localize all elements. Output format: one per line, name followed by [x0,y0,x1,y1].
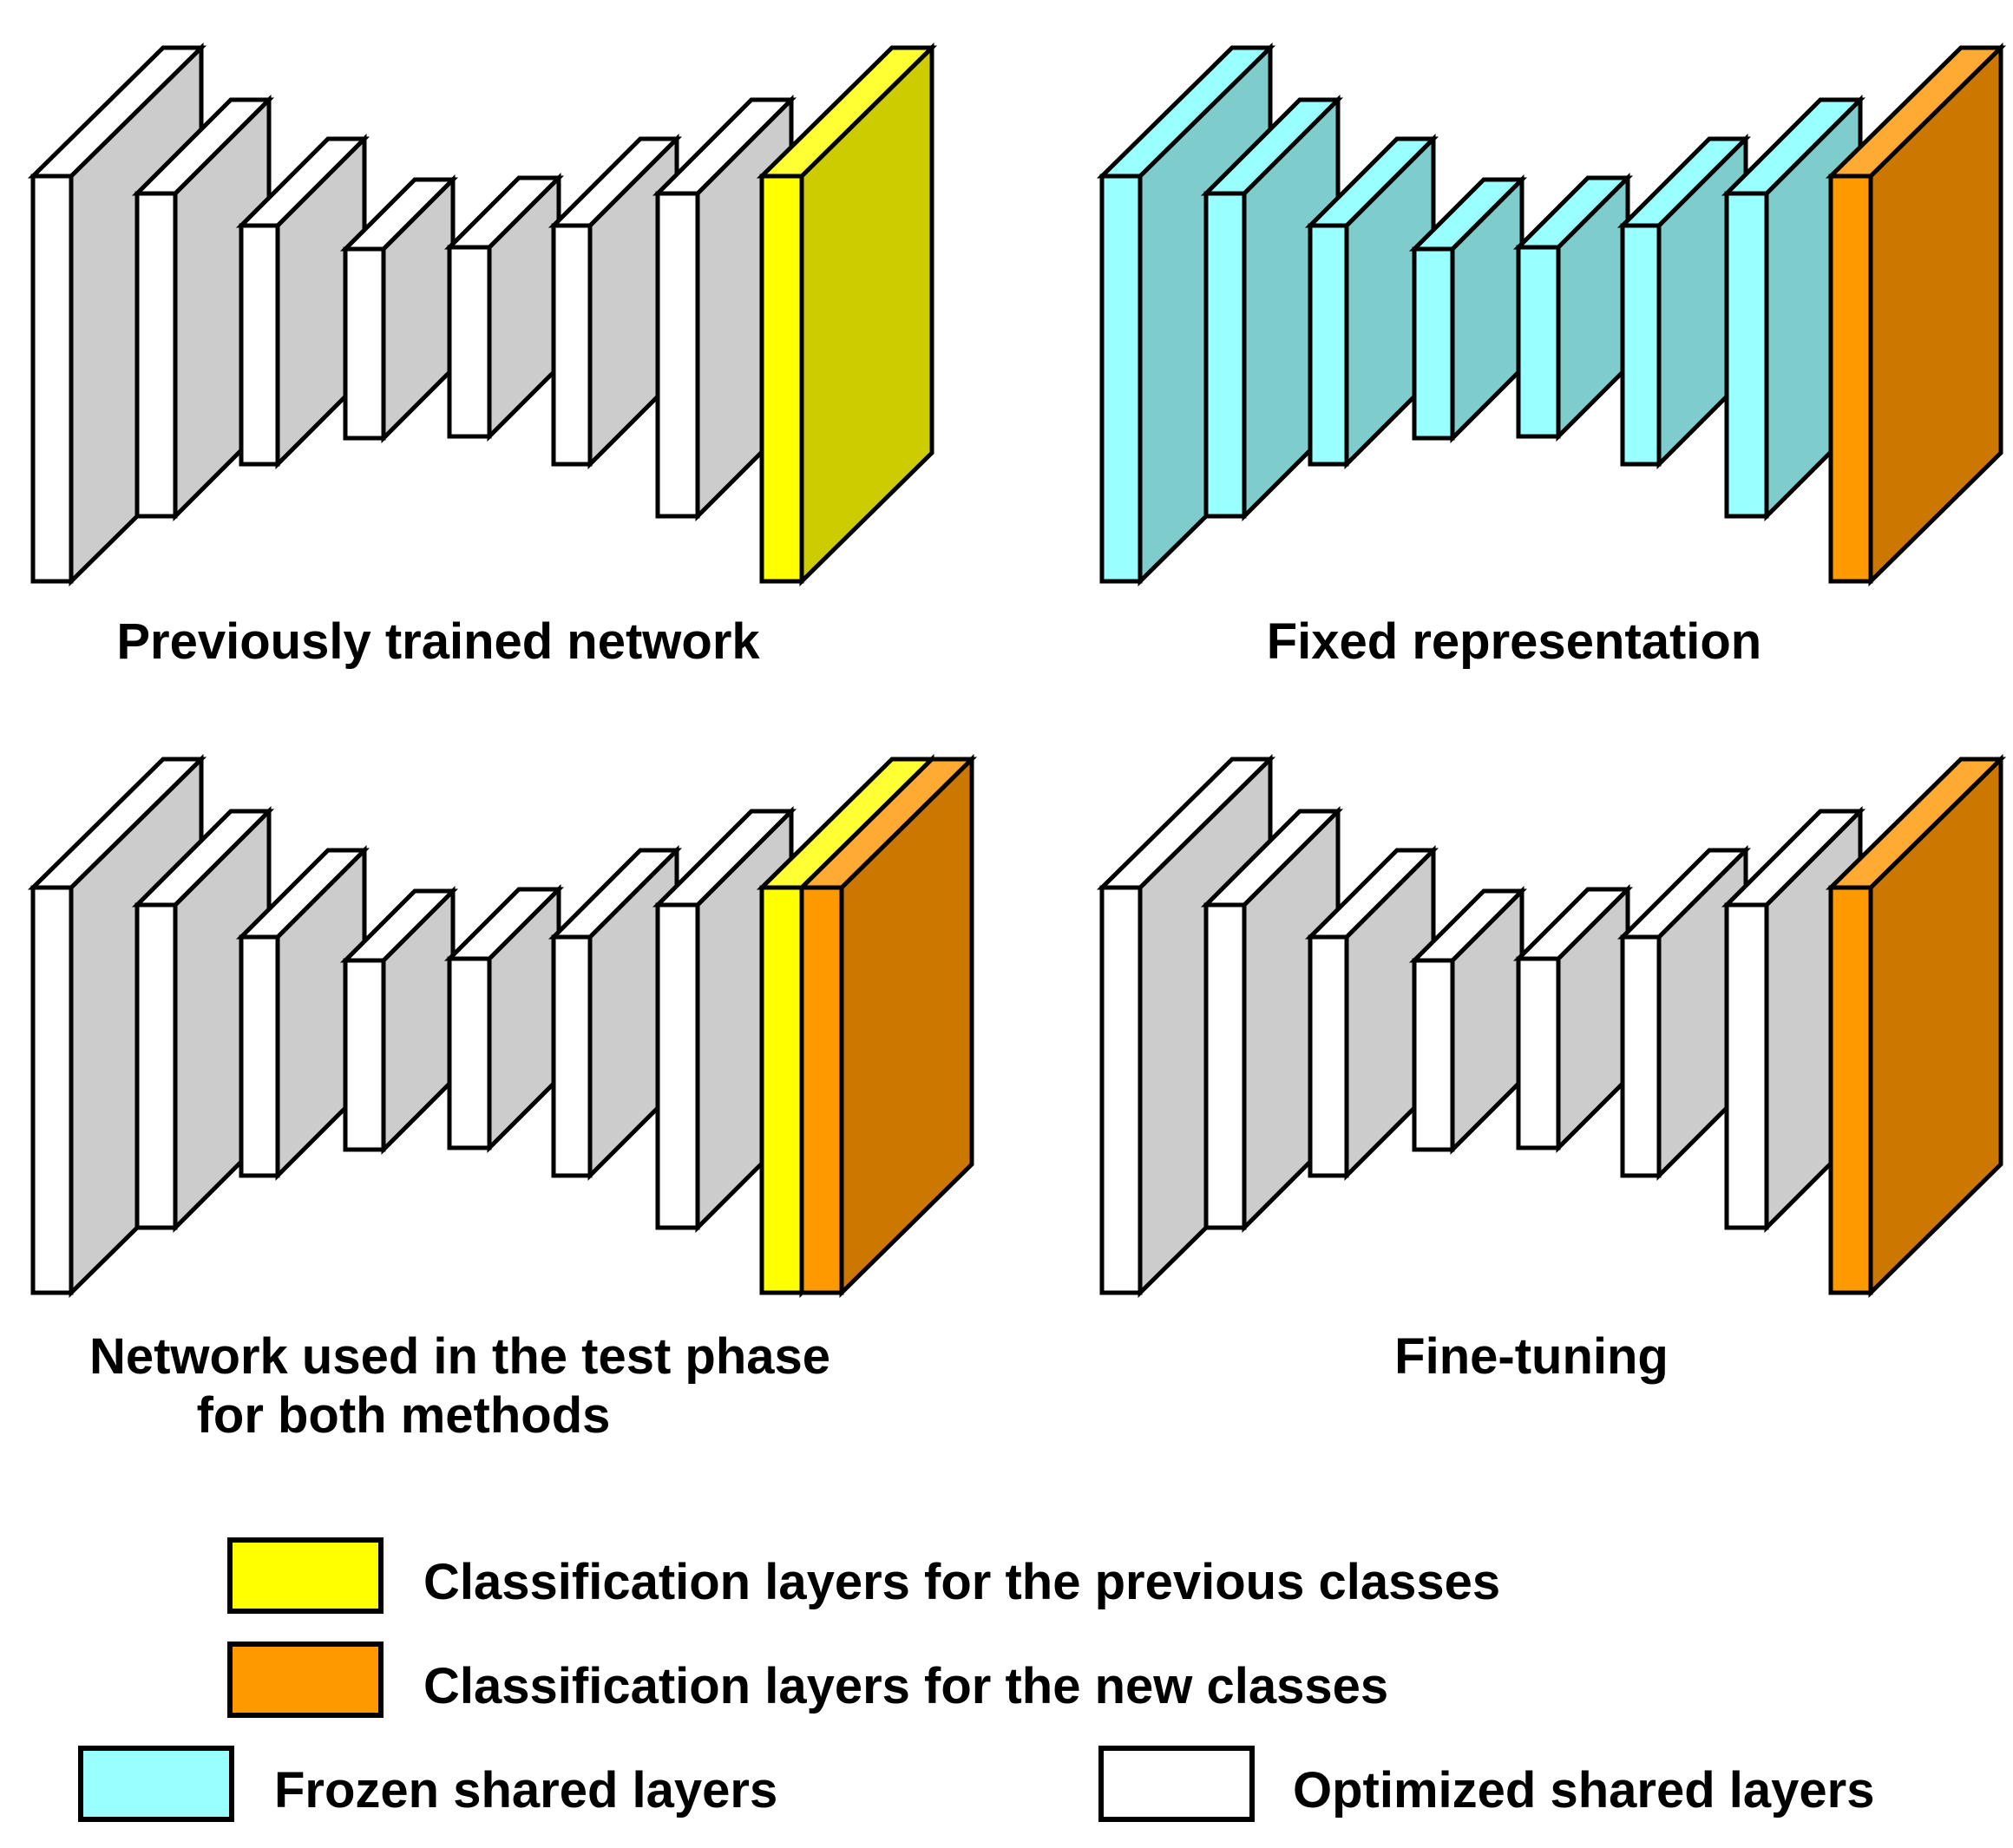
shared-layer-6-front-face [1620,223,1662,467]
legend-label-new-classes: Classification layers for the new classe… [423,1658,1389,1714]
classification-layer-new [796,754,978,1298]
shared-layer-6-front-face [551,223,593,467]
shared-layer-2-front-face [134,191,178,519]
legend-label-optimized-layers: Optimized shared layers [1293,1762,1875,1819]
shared-layer-6-front-face [1620,934,1662,1178]
classification-layer-new-front-face [1828,885,1873,1295]
caption-fixed-representation: Fixed representation [1266,613,1762,670]
shared-layer-4-front-face [343,958,386,1152]
panel-previously-trained-network [27,43,938,587]
shared-layer-1-front-face [1099,174,1143,584]
shared-layer-6 [1616,133,1752,470]
shared-layer-4-front-face [1412,958,1455,1152]
classification-layer-new [1825,754,2007,1298]
shared-layer-2-front-face [134,902,178,1230]
shared-layer-4 [1408,885,1528,1156]
classification-layer-new-front-face [1828,174,1873,584]
shared-layer-4-front-face [343,246,386,441]
shared-layer-1-front-face [1099,885,1143,1295]
shared-layer-3 [235,844,370,1182]
shared-layer-5-front-face [1516,956,1561,1150]
caption-previously-trained-network: Previously trained network [116,613,760,670]
shared-layer-2-front-face [1203,902,1247,1230]
panel-fixed-representation [1096,43,2007,587]
legend-swatch-frozen-layers [78,1746,234,1822]
classification-layer-previous [756,43,938,587]
shared-layer-1-front-face [30,885,74,1295]
classification-layer-previous-front-face [759,885,804,1295]
shared-layer-5-front-face [447,956,492,1150]
shared-layer-5 [1512,172,1634,442]
classification-layer-new-front-face [799,885,844,1295]
shared-layer-3 [235,133,370,470]
legend-label-frozen-layers: Frozen shared layers [274,1762,778,1819]
classification-layer-new [1825,43,2007,587]
shared-layer-6 [548,844,683,1182]
shared-layer-3-front-face [1308,223,1349,467]
shared-layer-7-front-face [1724,902,1769,1230]
shared-layer-5 [443,883,565,1154]
shared-layer-2-front-face [1203,191,1247,519]
shared-layer-7-front-face [655,902,700,1230]
shared-layer-5 [1512,883,1634,1154]
shared-layer-7-front-face [1724,191,1769,519]
shared-layer-4-front-face [1412,246,1455,441]
shared-layer-7-front-face [655,191,700,519]
panel-test-phase-network [27,754,978,1298]
legend-label-previous-classes: Classification layers for the previous c… [423,1554,1501,1610]
classification-layer-previous-front-face [759,174,804,584]
shared-layer-3-front-face [239,223,280,467]
shared-layer-3-front-face [239,934,280,1178]
shared-layer-3-front-face [1308,934,1349,1178]
legend-swatch-optimized-layers [1098,1746,1255,1822]
shared-layer-4 [339,174,459,444]
shared-layer-3 [1304,844,1439,1182]
panel-fine-tuning [1096,754,2007,1298]
shared-layer-6-front-face [551,934,593,1178]
shared-layer-5 [443,172,565,442]
shared-layer-4 [1408,174,1528,444]
shared-layer-6 [1616,844,1752,1182]
caption-test-phase-line1: Network used in the test phase [89,1328,831,1385]
shared-layer-5-front-face [1516,245,1561,439]
shared-layer-5-front-face [447,245,492,439]
caption-fine-tuning: Fine-tuning [1394,1328,1669,1385]
legend-swatch-previous-classes [227,1537,384,1614]
legend-swatch-new-classes [227,1642,384,1718]
shared-layer-1-front-face [30,174,74,584]
shared-layer-3 [1304,133,1439,470]
caption-test-phase-line2: for both methods [196,1387,611,1444]
shared-layer-4 [339,885,459,1156]
